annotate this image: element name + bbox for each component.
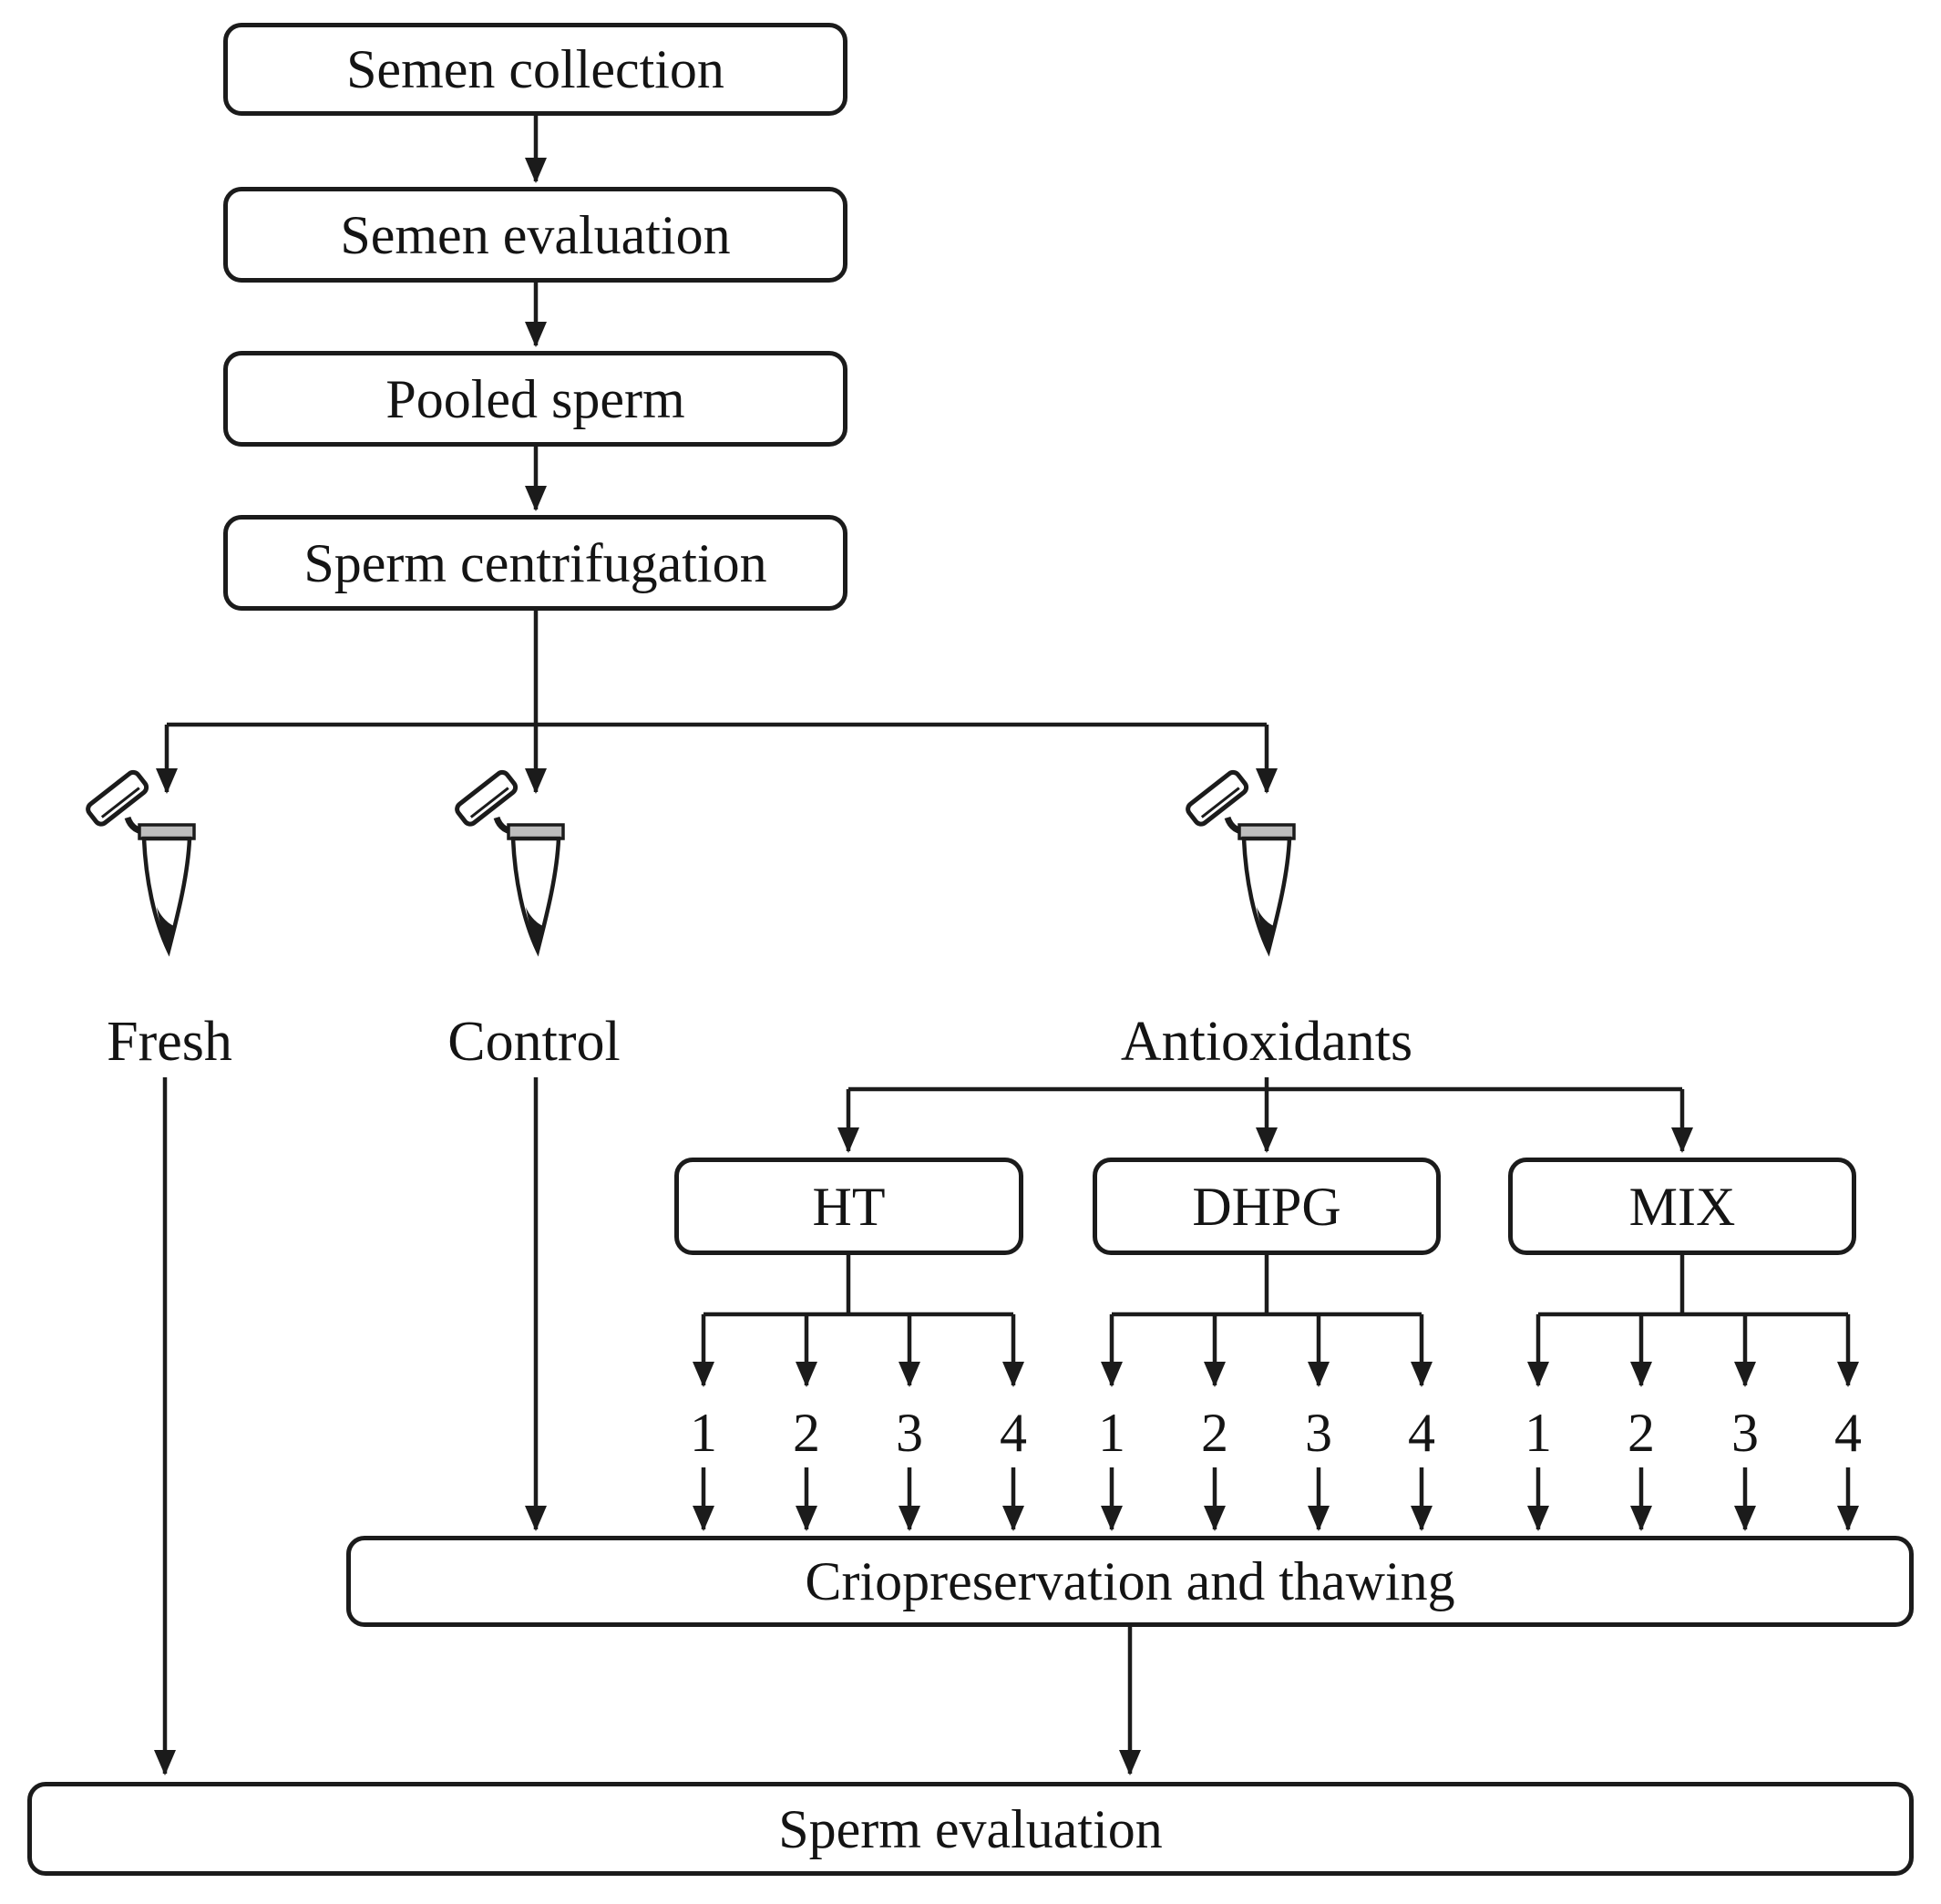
microcentrifuge-tube-icon	[1186, 770, 1294, 951]
mix-replicate-2: 2	[1628, 1403, 1655, 1463]
node-pooled-sperm: Pooled sperm	[223, 351, 847, 447]
node-mix: MIX	[1508, 1158, 1856, 1255]
node-sperm-centrifugation: Sperm centrifugation	[223, 515, 847, 611]
ht-replicate-3: 3	[896, 1403, 923, 1463]
node-pooled-sperm-label: Pooled sperm	[385, 368, 685, 429]
node-final-sperm-evaluation: Sperm evaluation	[27, 1782, 1914, 1876]
node-semen-evaluation: Semen evaluation	[223, 187, 847, 283]
node-sperm-centrifugation-label: Sperm centrifugation	[303, 532, 767, 593]
node-semen-collection-label: Semen collection	[346, 39, 724, 99]
dhpg-replicate-2: 2	[1201, 1403, 1228, 1463]
node-mix-label: MIX	[1628, 1176, 1736, 1237]
node-ht-label: HT	[812, 1176, 886, 1237]
branch-label-antioxidants: Antioxidants	[1120, 1011, 1413, 1073]
dhpg-replicate-3: 3	[1305, 1403, 1332, 1463]
node-dhpg: DHPG	[1093, 1158, 1441, 1255]
mix-replicate-4: 4	[1834, 1403, 1862, 1463]
mix-replicate-3: 3	[1731, 1403, 1759, 1463]
node-dhpg-label: DHPG	[1192, 1176, 1341, 1237]
dhpg-replicate-4: 4	[1408, 1403, 1435, 1463]
branch-label-fresh: Fresh	[107, 1011, 232, 1073]
microcentrifuge-tube-icon	[455, 770, 563, 951]
mix-replicate-1: 1	[1525, 1403, 1552, 1463]
node-ht: HT	[674, 1158, 1023, 1255]
node-criopreservation-and-thawing: Criopreservation and thawing	[346, 1536, 1914, 1627]
microcentrifuge-tube-icon	[86, 770, 194, 951]
ht-replicate-4: 4	[1000, 1403, 1027, 1463]
ht-replicate-2: 2	[793, 1403, 820, 1463]
branch-label-control: Control	[447, 1011, 621, 1073]
node-semen-collection: Semen collection	[223, 23, 847, 116]
dhpg-replicate-1: 1	[1098, 1403, 1125, 1463]
node-criopreservation-label: Criopreservation and thawing	[805, 1551, 1455, 1611]
node-final-sperm-evaluation-label: Sperm evaluation	[778, 1798, 1163, 1859]
ht-replicate-1: 1	[690, 1403, 717, 1463]
node-semen-evaluation-label: Semen evaluation	[340, 204, 731, 265]
